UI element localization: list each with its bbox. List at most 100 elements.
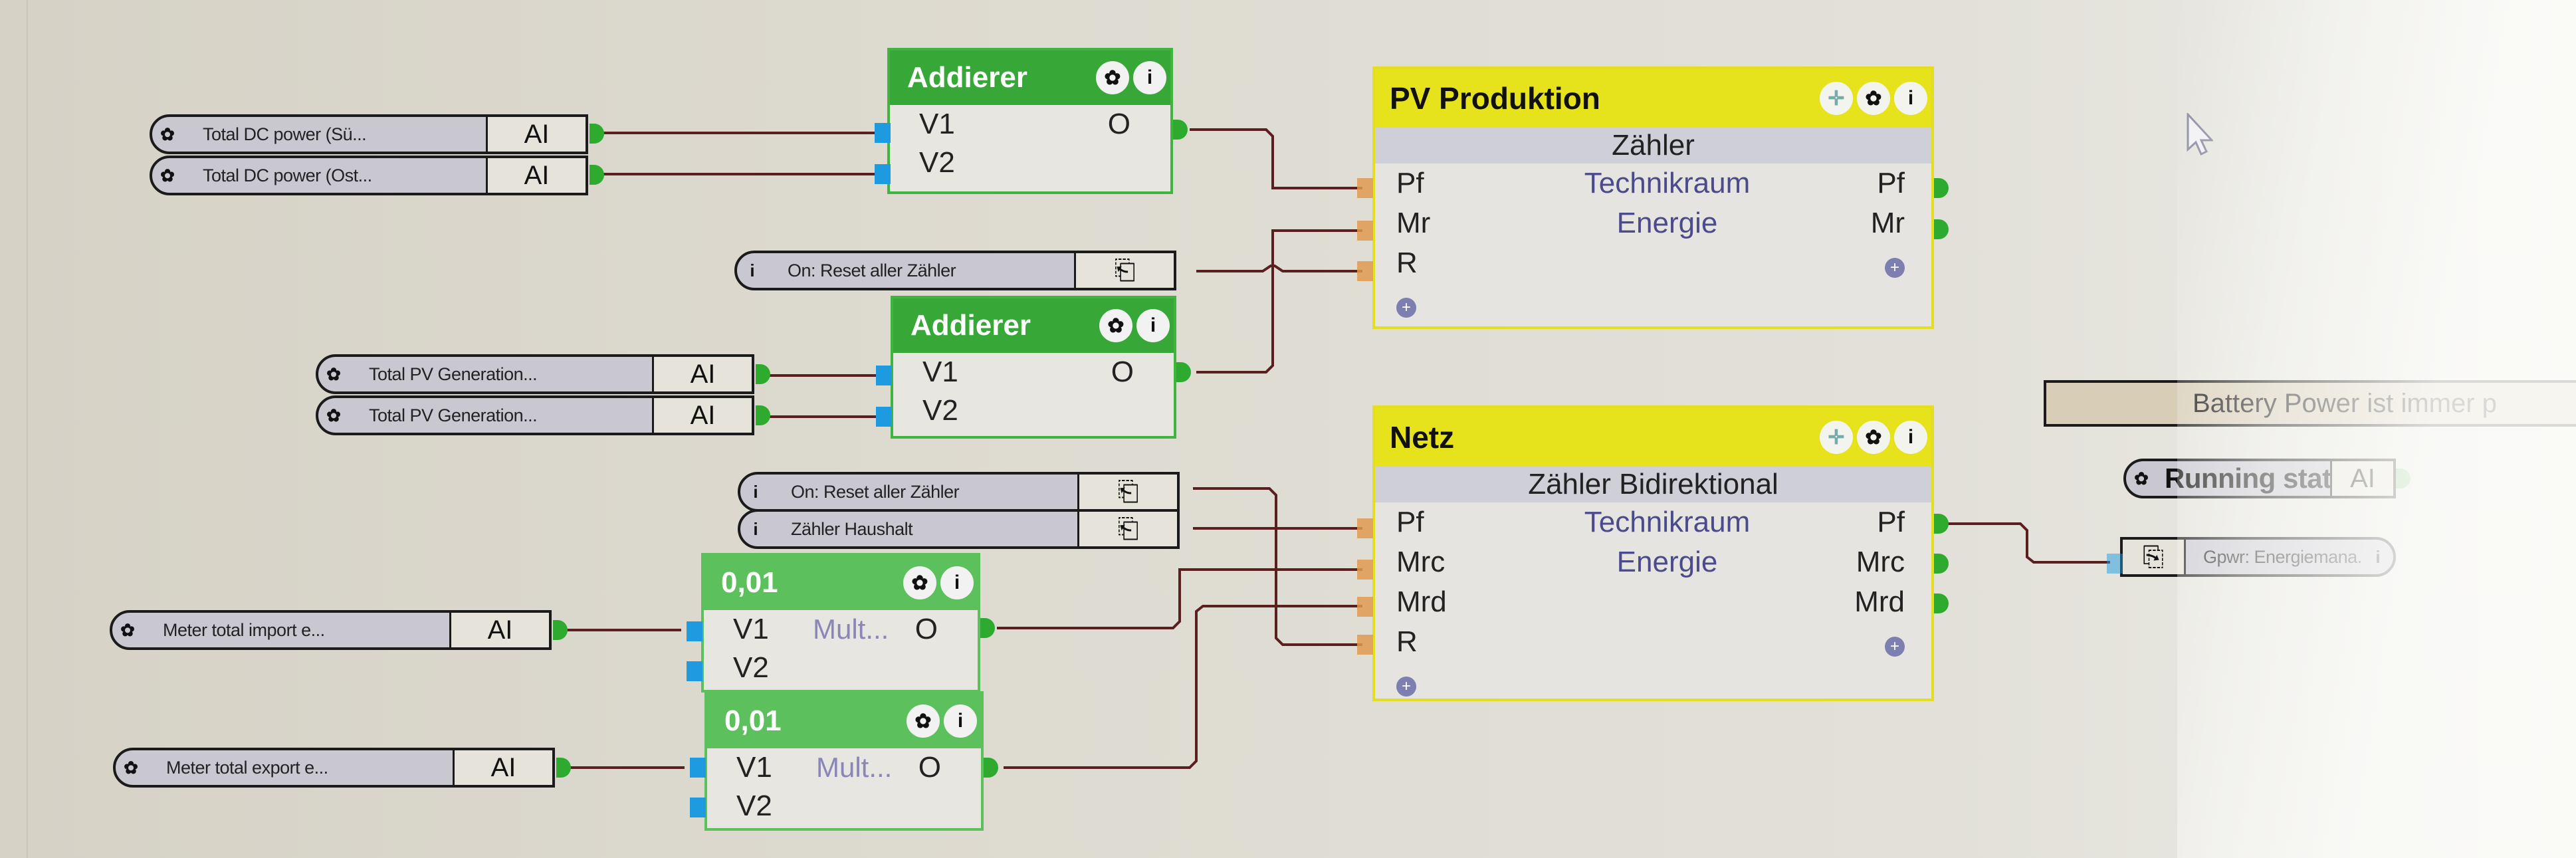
block-title: Addierer xyxy=(911,309,1031,342)
input-running-state[interactable]: ✿ Running state AI xyxy=(2123,459,2396,498)
gear-icon[interactable]: ✿ xyxy=(1099,309,1132,342)
info-icon[interactable]: i xyxy=(944,704,977,738)
input-meter-total-export[interactable]: ✿ Meter total export e... AI xyxy=(113,748,555,788)
info-icon[interactable]: i xyxy=(753,481,758,502)
input-total-dc-power-ost[interactable]: ✿ Total DC power (Ost... AI xyxy=(150,156,588,195)
input-port-v1[interactable] xyxy=(875,123,891,143)
input-port-mrd[interactable] xyxy=(1357,597,1373,617)
wire-add2-to-pv-mr xyxy=(1196,229,1362,374)
gear-icon[interactable]: ✿ xyxy=(907,704,940,738)
output-label: On: Reset aller Zähler xyxy=(788,260,956,280)
block-header[interactable]: 0,01 ✿ i xyxy=(704,556,978,610)
input-port-v1[interactable] xyxy=(687,621,702,641)
wire-mult2-to-netz-mrd xyxy=(1004,605,1362,769)
add-output-icon[interactable]: + xyxy=(1885,258,1905,278)
output-zaehler-haushalt[interactable]: i Zähler Haushalt ⎗ xyxy=(738,509,1180,549)
input-port-v2[interactable] xyxy=(876,407,892,427)
input-port-v2[interactable] xyxy=(687,661,702,681)
move-icon[interactable]: ✛ xyxy=(1820,421,1853,454)
block-header[interactable]: Addierer ✿ i xyxy=(890,51,1170,105)
gear-icon[interactable]: ✿ xyxy=(1857,421,1890,454)
multiplier-block-1[interactable]: 0,01 ✿ i V1 Mult... O V2 xyxy=(701,553,980,693)
gear-icon[interactable]: ✿ xyxy=(160,165,175,185)
info-icon[interactable]: i xyxy=(1894,421,1927,454)
comment-box[interactable]: Battery Power ist immer p xyxy=(2044,380,2576,427)
output-port[interactable] xyxy=(756,364,770,384)
info-icon[interactable]: i xyxy=(750,260,755,280)
input-port-mr[interactable] xyxy=(1357,221,1373,241)
info-icon[interactable]: i xyxy=(940,566,974,599)
block-header[interactable]: Addierer ✿ i xyxy=(893,298,1174,353)
output-port[interactable] xyxy=(984,758,998,778)
block-header[interactable]: 0,01 ✿ i xyxy=(707,694,981,748)
input-type-badge: AI xyxy=(652,357,752,391)
output-port-mrd[interactable] xyxy=(1934,593,1949,613)
block-category: Energie xyxy=(1616,546,1718,578)
block-title: 0,01 xyxy=(724,704,782,737)
output-port[interactable] xyxy=(556,758,571,778)
gear-icon[interactable]: ✿ xyxy=(903,566,936,599)
gear-icon[interactable]: ✿ xyxy=(2134,468,2149,488)
input-label-v2: V2 xyxy=(736,790,772,822)
multiplier-block-2[interactable]: 0,01 ✿ i V1 Mult... O V2 xyxy=(704,691,984,831)
add-output-icon[interactable]: + xyxy=(1885,637,1905,657)
gear-icon[interactable]: ✿ xyxy=(1096,61,1129,94)
output-port-mrc[interactable] xyxy=(1934,554,1949,574)
gear-icon[interactable]: ✿ xyxy=(326,364,341,384)
output-port[interactable] xyxy=(1173,120,1188,140)
pv-produktion-block[interactable]: PV Produktion ✛ ✿ i Zähler Pf Technikrau… xyxy=(1372,66,1934,329)
input-port[interactable] xyxy=(2107,554,2123,574)
input-port-v1[interactable] xyxy=(690,758,706,778)
block-header[interactable]: Netz ✛ ✿ i xyxy=(1375,408,1931,467)
output-port-pf[interactable] xyxy=(1934,178,1949,198)
netz-block[interactable]: Netz ✛ ✿ i Zähler Bidirektional Pf Techn… xyxy=(1372,405,1934,701)
input-port-v2[interactable] xyxy=(875,164,891,184)
input-port-r[interactable] xyxy=(1357,635,1373,655)
output-reset-aller-zaehler-2[interactable]: i On: Reset aller Zähler ⎗ xyxy=(738,472,1180,512)
input-total-pv-generation-1[interactable]: ✿ Total PV Generation... AI xyxy=(316,354,754,394)
info-icon[interactable]: i xyxy=(1133,61,1166,94)
add-input-icon[interactable]: + xyxy=(1396,298,1416,318)
addierer-block-2[interactable]: Addierer ✿ i V1 O V2 xyxy=(891,296,1176,439)
gear-icon[interactable]: ✿ xyxy=(124,757,138,778)
gear-icon[interactable]: ✿ xyxy=(326,405,341,425)
output-port[interactable] xyxy=(2396,469,2411,488)
output-port[interactable] xyxy=(980,618,995,638)
input-meter-total-import[interactable]: ✿ Meter total import e... AI xyxy=(110,610,552,650)
input-label-v1: V1 xyxy=(733,613,769,645)
output-gpwr-energiemanagement[interactable]: ⎘ Gpwr: Energiemana... i xyxy=(2120,537,2396,577)
output-port[interactable] xyxy=(590,124,604,144)
block-header[interactable]: PV Produktion ✛ ✿ i xyxy=(1375,69,1931,128)
input-port-mrc[interactable] xyxy=(1357,560,1373,580)
input-port-r[interactable] xyxy=(1357,261,1373,281)
block-subtitle: Zähler Bidirektional xyxy=(1375,467,1931,502)
move-icon[interactable]: ✛ xyxy=(1820,82,1853,115)
input-port-pf[interactable] xyxy=(1357,178,1373,198)
output-port[interactable] xyxy=(553,620,568,640)
output-port-mr[interactable] xyxy=(1934,219,1949,239)
input-total-dc-power-sued[interactable]: ✿ Total DC power (Sü... AI xyxy=(150,114,588,154)
output-reset-aller-zaehler-1[interactable]: i On: Reset aller Zähler ⎗ xyxy=(734,251,1176,290)
output-port-pf[interactable] xyxy=(1934,514,1949,534)
input-label-mr: Mr xyxy=(1396,207,1431,239)
input-label-pf: Pf xyxy=(1396,167,1424,199)
input-port-v2[interactable] xyxy=(690,798,706,817)
input-total-pv-generation-2[interactable]: ✿ Total PV Generation... AI xyxy=(316,395,754,435)
gear-icon[interactable]: ✿ xyxy=(120,619,135,640)
input-port-pf[interactable] xyxy=(1357,518,1373,538)
block-row: V1 Mult... O xyxy=(704,610,978,649)
info-icon[interactable]: i xyxy=(1136,309,1170,342)
gear-icon[interactable]: ✿ xyxy=(1857,82,1890,115)
gear-icon[interactable]: ✿ xyxy=(160,124,175,144)
output-port[interactable] xyxy=(590,165,604,185)
info-icon[interactable]: i xyxy=(1894,82,1927,115)
info-icon[interactable]: i xyxy=(753,518,758,539)
output-port[interactable] xyxy=(1176,362,1191,382)
info-icon[interactable]: i xyxy=(2375,546,2381,567)
input-port-v1[interactable] xyxy=(876,366,892,385)
add-input-icon[interactable]: + xyxy=(1396,677,1416,697)
addierer-block-1[interactable]: Addierer ✿ i V1 O V2 xyxy=(887,48,1173,194)
output-port[interactable] xyxy=(756,405,770,425)
block-row: Pf Technikraum Pf xyxy=(1375,163,1931,203)
